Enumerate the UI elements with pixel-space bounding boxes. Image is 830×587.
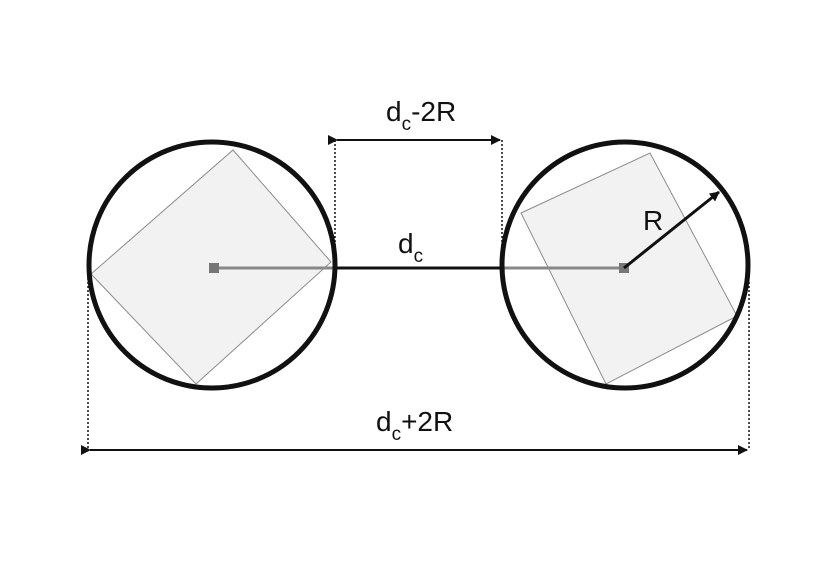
total-width-label-main: d [376, 406, 392, 437]
gap-label-main: d [386, 96, 402, 127]
center-distance-label-main: d [398, 228, 414, 259]
center-distance-label-sub: c [414, 246, 424, 267]
radius-label: R [643, 205, 663, 236]
left-circle [86, 139, 338, 391]
total-width-label-sub: c [392, 424, 402, 445]
radius-arrow [623, 190, 720, 270]
total-width-label-suffix: +2R [401, 406, 453, 437]
gap-label-suffix: -2R [411, 96, 456, 127]
center-distance-label: dc [398, 228, 423, 267]
gap-label-sub: c [402, 114, 412, 135]
total-width-label: dc+2R [376, 406, 453, 445]
gap-label: dc-2R [386, 96, 456, 135]
right-circle [499, 139, 751, 391]
left-center-marker [209, 263, 219, 273]
